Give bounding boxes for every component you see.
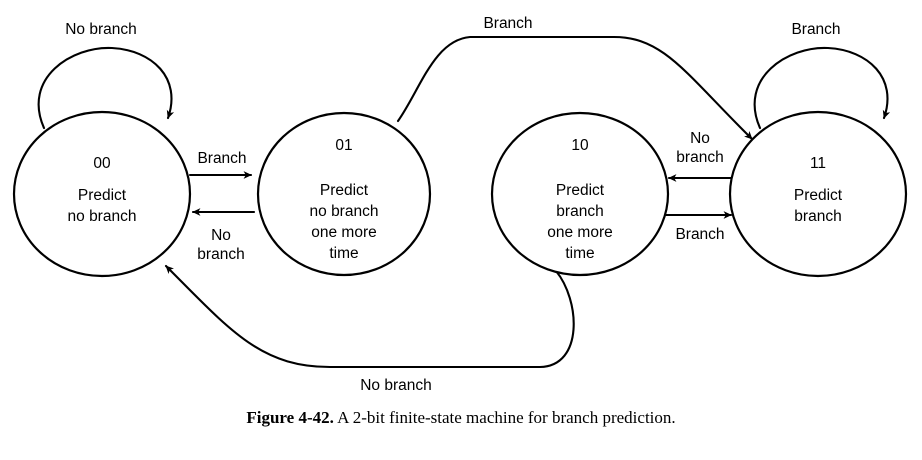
state-11-code: 11	[810, 155, 826, 172]
figure-caption-number: Figure 4-42.	[246, 408, 334, 427]
state-10-line2: branch	[556, 203, 603, 220]
transition-10-to-00-path	[164, 264, 575, 369]
state-10-line1: Predict	[556, 182, 605, 199]
state-00-code: 00	[93, 155, 111, 172]
state-node-11[interactable]: 11 Predict branch	[728, 110, 908, 278]
state-10-line4: time	[565, 245, 594, 262]
state-00-line1: Predict	[78, 187, 127, 204]
transition-11-self-path	[753, 46, 891, 130]
transition-01-to-11-label: Branch	[483, 15, 532, 32]
transition-01-to-00-label-line1: No	[211, 227, 231, 244]
transition-00-self-no-branch: No branch	[37, 21, 175, 130]
transition-11-to-10-label-line1: No	[690, 130, 710, 147]
transition-10-to-00-no-branch: No branch	[164, 264, 575, 394]
figure-caption: Figure 4-42. A 2-bit finite-state machin…	[0, 408, 922, 428]
transition-01-to-11-branch: Branch	[396, 15, 754, 141]
state-11-line1: Predict	[794, 187, 843, 204]
state-01-circle[interactable]	[256, 111, 432, 277]
transition-11-to-10-no-branch: No branch	[667, 130, 735, 182]
state-11-line2: branch	[794, 208, 841, 225]
state-node-01[interactable]: 01 Predict no branch one more time	[256, 111, 432, 277]
state-10-line3: one more	[547, 224, 612, 241]
state-11-circle[interactable]	[728, 110, 908, 278]
state-00-circle[interactable]	[12, 110, 192, 278]
transition-10-to-11-label: Branch	[675, 226, 724, 243]
transition-00-self-path	[37, 46, 175, 130]
transition-00-self-label: No branch	[65, 21, 137, 38]
transition-11-to-10-label-line2: branch	[676, 149, 723, 166]
transition-10-to-11-branch: Branch	[664, 211, 733, 243]
transition-00-to-01-label: Branch	[197, 150, 246, 167]
state-00-line2: no branch	[68, 208, 137, 225]
state-01-line3: one more	[311, 224, 376, 241]
state-01-code: 01	[335, 137, 352, 154]
transition-11-self-label: Branch	[791, 21, 840, 38]
transition-01-to-11-path	[396, 35, 754, 141]
state-01-line2: no branch	[310, 203, 379, 220]
transition-01-to-00-label-line2: branch	[197, 246, 244, 263]
state-node-10[interactable]: 10 Predict branch one more time	[490, 111, 670, 277]
state-01-line4: time	[329, 245, 358, 262]
transition-10-to-00-label: No branch	[360, 377, 432, 394]
state-10-code: 10	[571, 137, 589, 154]
state-01-line1: Predict	[320, 182, 369, 199]
transition-00-to-01-branch: Branch	[188, 150, 253, 179]
state-10-circle[interactable]	[490, 111, 670, 277]
state-node-00[interactable]: 00 Predict no branch	[12, 110, 192, 278]
transition-01-to-00-no-branch: No branch	[191, 208, 256, 263]
transition-11-self-branch: Branch	[753, 21, 891, 130]
figure-caption-text: A 2-bit finite-state machine for branch …	[337, 408, 676, 427]
